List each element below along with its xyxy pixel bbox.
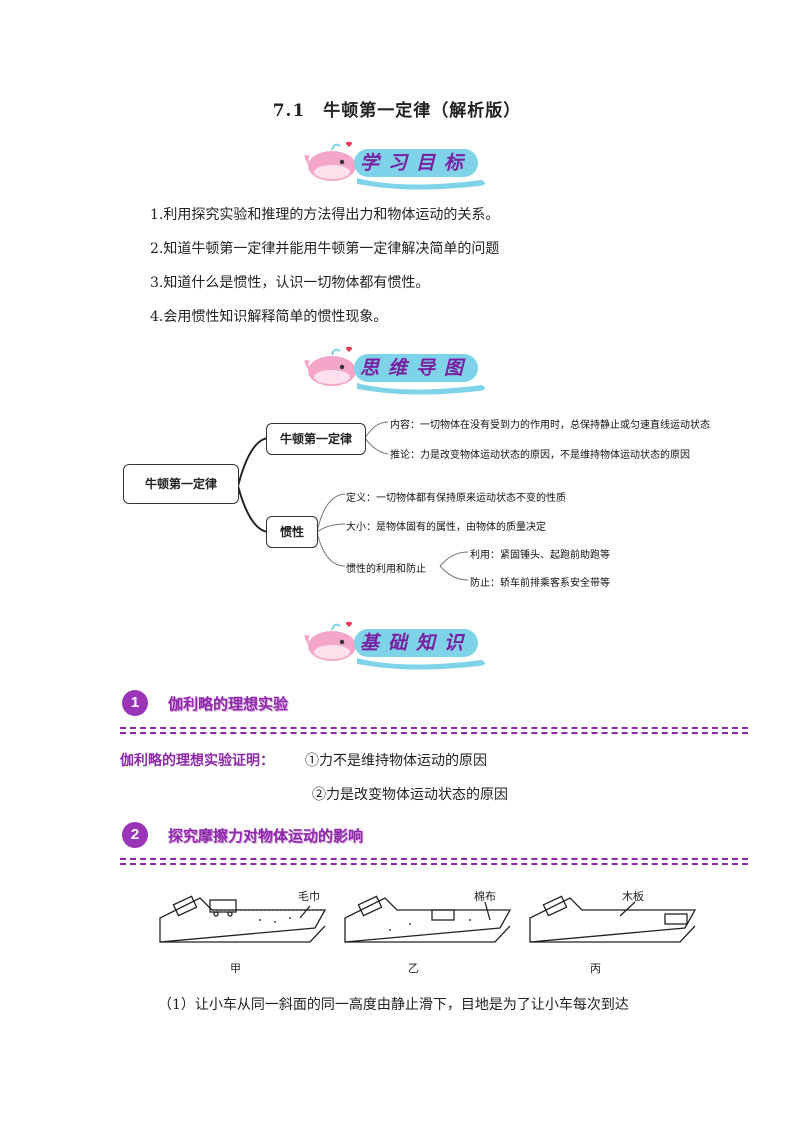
divider: [120, 858, 748, 860]
goal-item: 1.利用探究实验和推理的方法得出力和物体运动的关系。: [150, 207, 500, 223]
proof-line: ②力是改变物体运动状态的原因: [312, 787, 508, 803]
section-number: 1: [122, 690, 148, 716]
mindmap-leaf: 惯性的利用和防止: [346, 564, 426, 575]
goal-item: 4.会用惯性知识解释简单的惯性现象。: [150, 309, 388, 325]
mindmap-connectors: [237, 421, 469, 581]
banner-label: 基础知识: [354, 629, 478, 657]
mindmap-leaf: 利用：紧固锤头、起跑前助跑等: [470, 550, 610, 561]
divider: [120, 732, 748, 734]
banner-label: 学习目标: [354, 149, 478, 177]
surface-label: 木板: [622, 891, 644, 903]
goal-item: 3.知道什么是惯性，认识一切物体都有惯性。: [150, 275, 430, 291]
whale-icon: [304, 141, 486, 190]
proof-label: 伽利略的理想实验证明：: [120, 752, 274, 768]
whale-icon: [304, 621, 486, 670]
question-text: （1）让小车从同一斜面的同一高度由静止滑下，目地是为了让小车每次到达: [158, 997, 629, 1013]
section-title: 探究摩擦力对物体运动的影响: [168, 828, 364, 845]
banner-learning-goals: 学习目标: [302, 140, 492, 190]
banner-mindmap: 思维导图: [302, 345, 492, 395]
divider: [120, 863, 748, 865]
banner-label: 思维导图: [354, 354, 478, 382]
section-number: 2: [122, 822, 148, 848]
mindmap-leaf: 推论：力是改变物体运动状态的原因，不是维持物体运动状态的原因: [390, 450, 690, 461]
surface-label: 毛巾: [298, 891, 320, 903]
mindmap-leaf: 大小：是物体固有的属性，由物体的质量决定: [346, 522, 546, 533]
page-title: 7.1 牛顿第一定律（解析版）: [272, 101, 522, 121]
figure-caption: 丙: [590, 963, 601, 975]
banner-basics: 基础知识: [302, 620, 492, 670]
mindmap-leaf: 内容：一切物体在没有受到力的作用时，总保持静止或匀速直线运动状态: [390, 420, 710, 431]
divider: [120, 727, 748, 729]
section-title: 伽利略的理想实验: [168, 696, 289, 713]
experiment-figures: [159, 895, 697, 943]
mindmap-leaf: 防止：轿车前排乘客系安全带等: [470, 578, 610, 589]
whale-icon: [304, 346, 486, 395]
proof-line: ①力不是维持物体运动的原因: [305, 753, 487, 769]
surface-label: 棉布: [474, 891, 496, 903]
goal-item: 2.知道牛顿第一定律并能用牛顿第一定律解决简单的问题: [150, 241, 500, 257]
mindmap-branch-newton: 牛顿第一定律: [266, 423, 366, 455]
mindmap-branch-inertia: 惯性: [266, 516, 318, 548]
mindmap-leaf: 定义：一切物体都有保持原来运动状态不变的性质: [346, 493, 566, 504]
figure-caption: 甲: [230, 963, 241, 975]
figure-caption: 乙: [408, 963, 419, 975]
mindmap-root: 牛顿第一定律: [123, 464, 239, 504]
